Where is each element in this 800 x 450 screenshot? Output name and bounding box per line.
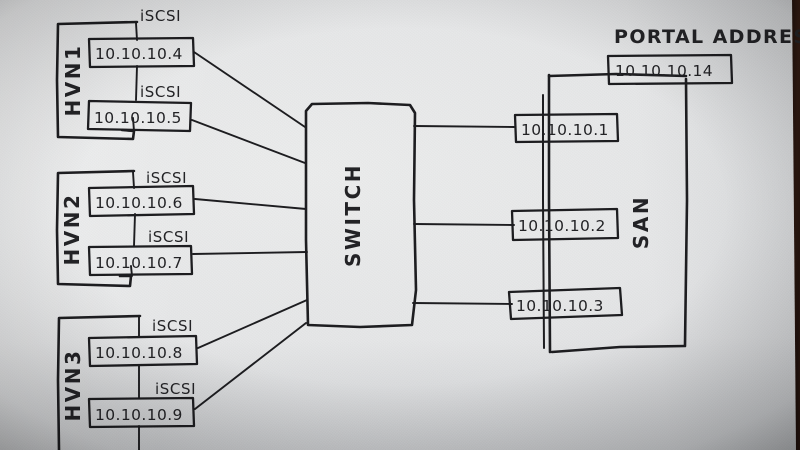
hvn2-nic2-protocol-label: iSCSI	[148, 228, 189, 246]
portal-address-caption: PORTAL ADDRESS	[614, 26, 800, 48]
san-target-2: 10.10.10.2	[510, 207, 620, 242]
link-hvn2-nic2-to-switch	[192, 251, 308, 255]
host-group-hvn1: 10.10.10.4 iSCSI 10.10.10.5 iSCSI HVN1	[55, 7, 196, 141]
switch-enclosure	[304, 101, 418, 329]
hvn2-riser-top	[132, 171, 135, 189]
host-group-hvn3: 10.10.10.8 iSCSI 10.10.10.9 iSCSI HVN3	[56, 314, 199, 450]
link-switch-to-san-target-3	[412, 302, 513, 305]
link-hvn1-nic2-to-switch	[191, 119, 306, 164]
hvn3-nic1-protocol-label: iSCSI	[152, 317, 193, 335]
san-bottom-wall	[550, 344, 687, 354]
hvn2-name-label: HVN2	[60, 193, 84, 266]
san-target-1-ip-text: 10.10.10.1	[521, 121, 609, 139]
san-target-3-ip-box	[507, 286, 624, 321]
hvn3-nic2-ip-box	[87, 396, 196, 429]
portal-address-group: PORTAL ADDRESS 10.10.10.14	[606, 26, 800, 113]
hvn1-nic1-ip-text: 10.10.10.4	[95, 45, 183, 63]
portal-address-ip-text: 10.10.10.14	[615, 62, 713, 80]
hvn3-nic2: 10.10.10.9 iSCSI	[87, 380, 196, 429]
hvn3-nic2-ip-text: 10.10.10.9	[95, 406, 183, 424]
san-target-3: 10.10.10.3	[507, 286, 624, 321]
link-switch-to-san-target-2	[413, 223, 515, 226]
san-right-wall	[683, 77, 689, 347]
hvn1-nic1: 10.10.10.4 iSCSI	[87, 7, 196, 69]
hvn1-nic1-ip-box	[87, 36, 196, 69]
host-group-hvn2: 10.10.10.6 iSCSI 10.10.10.7 iSCSI HVN2	[55, 169, 196, 288]
san-target-1: 10.10.10.1	[513, 112, 620, 144]
san-label: SAN	[629, 195, 653, 249]
san-target-bus	[542, 94, 545, 349]
hvn1-nic2-ip-text: 10.10.10.5	[94, 109, 182, 127]
hvn1-nic2: 10.10.10.5 iSCSI	[86, 83, 193, 133]
san-target-2-ip-box	[510, 207, 620, 242]
hvn3-nic1: 10.10.10.8 iSCSI	[87, 317, 199, 368]
hvn1-nic2-ip-box	[86, 99, 193, 133]
hvn2-enclosure	[55, 169, 136, 288]
san-top-wall	[547, 72, 688, 78]
hvn2-nic2-ip-box	[87, 244, 194, 277]
link-hvn3-nic2-to-switch	[194, 322, 307, 410]
hvn2-riser-mid	[133, 213, 136, 247]
link-hvn3-nic1-to-switch	[197, 299, 308, 349]
portal-address-ip-box	[606, 53, 734, 86]
hvn2-nic1-ip-text: 10.10.10.6	[95, 194, 183, 212]
hvn1-name-label: HVN1	[61, 44, 85, 117]
host-to-switch-links	[191, 51, 308, 410]
san-target-3-ip-text: 10.10.10.3	[516, 297, 604, 315]
hvn3-nic1-ip-box	[87, 334, 199, 368]
link-switch-to-san-target-1	[413, 125, 515, 128]
hvn2-nic2-ip-text: 10.10.10.7	[95, 254, 183, 272]
hvn3-nic2-protocol-label: iSCSI	[155, 380, 196, 398]
hvn3-nic1-ip-text: 10.10.10.8	[95, 344, 183, 362]
switch-to-san-links	[412, 125, 515, 305]
san-target-2-ip-text: 10.10.10.2	[518, 217, 606, 235]
hvn2-nic2: 10.10.10.7 iSCSI	[87, 228, 194, 277]
san-left-wall	[547, 73, 552, 354]
hvn3-name-label: HVN3	[61, 349, 85, 422]
hvn1-nic2-protocol-label: iSCSI	[140, 83, 181, 101]
san-target-1-ip-box	[513, 112, 620, 144]
link-hvn1-nic1-to-switch	[193, 51, 306, 128]
link-hvn2-nic1-to-switch	[194, 198, 307, 210]
hvn2-nic1: 10.10.10.6 iSCSI	[87, 169, 196, 218]
switch-node: SWITCH	[304, 101, 418, 329]
hvn2-nic1-ip-box	[87, 184, 196, 218]
hvn1-riser-top	[135, 22, 138, 41]
san-node: 10.10.10.1 10.10.10.2 10.10.10.3 SAN	[507, 72, 689, 354]
hvn3-enclosure	[56, 314, 142, 450]
switch-label: SWITCH	[341, 163, 365, 267]
hvn1-nic1-protocol-label: iSCSI	[140, 7, 181, 25]
hvn2-nic1-protocol-label: iSCSI	[146, 169, 187, 187]
hvn1-riser-mid	[135, 65, 138, 101]
